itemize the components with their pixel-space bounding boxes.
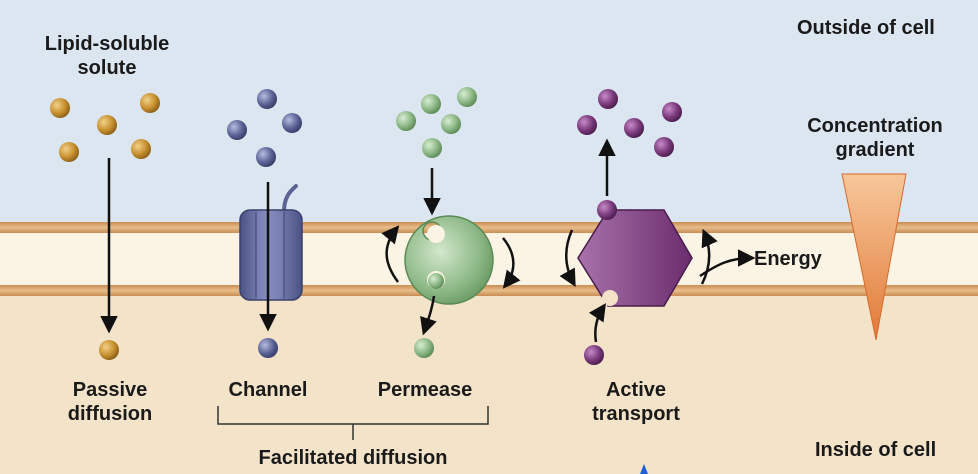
- solute-line-1: Lipid-soluble: [44, 33, 170, 55]
- solute-line-2: solute: [77, 57, 137, 79]
- permease-rotate-right-arrow: [502, 237, 521, 289]
- active-line-2: transport: [592, 403, 680, 425]
- active-line-1: Active: [605, 379, 667, 401]
- channel-label: Channel: [228, 379, 308, 401]
- pointer-marker: [640, 464, 648, 474]
- gradient-line-1: Concentration: [807, 115, 943, 137]
- permease-exit-arrow: [420, 295, 437, 336]
- energy-label: Energy: [754, 248, 822, 270]
- passive-solute-inside: [99, 340, 119, 360]
- outside-of-cell-label: Outside of cell: [797, 17, 935, 39]
- inside-of-cell-label: Inside of cell: [815, 439, 937, 461]
- facilitated-diffusion-label: Facilitated diffusion: [258, 447, 448, 469]
- active-rotate-right-arrow: [700, 228, 718, 285]
- gradient-line-2: gradient: [835, 139, 915, 161]
- permease-rotate-left-arrow: [381, 225, 400, 283]
- permease-protein: [404, 215, 494, 305]
- energy-arrow: [699, 249, 756, 278]
- outside-region: [0, 0, 978, 224]
- permease-solute-inside: [414, 338, 434, 358]
- lipid-soluble-solutes: [50, 93, 160, 162]
- permease-solutes: [396, 87, 477, 158]
- passive-diffusion-label: Passive diffusion: [40, 378, 180, 426]
- active-transport-label: Active transport: [566, 378, 706, 426]
- active-transport-solutes: [577, 89, 682, 157]
- permease-label: Permease: [377, 379, 473, 401]
- channel-solute-inside: [258, 338, 278, 358]
- active-rotate-left-arrow: [559, 229, 576, 288]
- facilitated-diffusion-bracket: [217, 406, 489, 440]
- active-transporter: [577, 200, 693, 307]
- channel-protein: [239, 184, 303, 301]
- active-solute-inside: [584, 345, 604, 365]
- channel-solutes: [227, 89, 302, 167]
- concentration-gradient-label: Concentration gradient: [784, 114, 966, 162]
- passive-line-1: Passive: [72, 379, 148, 401]
- inside-region: [0, 294, 978, 474]
- lipid-soluble-solute-label: Lipid-soluble solute: [26, 32, 188, 80]
- concentration-gradient-cone: [841, 173, 907, 341]
- passive-line-2: diffusion: [67, 403, 153, 425]
- active-entry-arrow: [588, 303, 606, 343]
